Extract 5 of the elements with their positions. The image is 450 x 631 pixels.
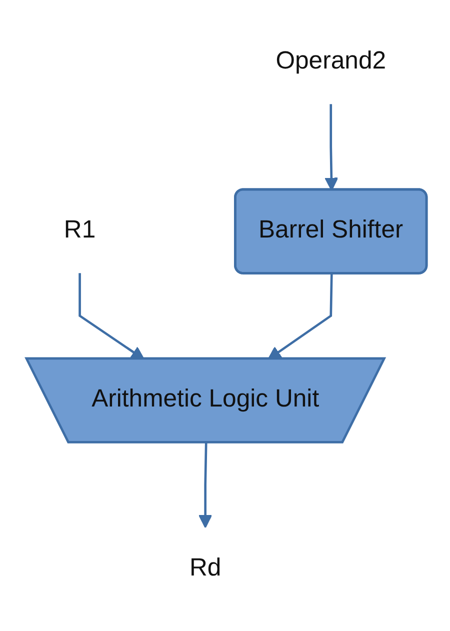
arrow [198,442,212,528]
arrow [324,104,338,190]
node-text: Operand2 [276,48,386,74]
node-text: Rd [189,555,222,582]
node-text: R1 [64,217,96,244]
